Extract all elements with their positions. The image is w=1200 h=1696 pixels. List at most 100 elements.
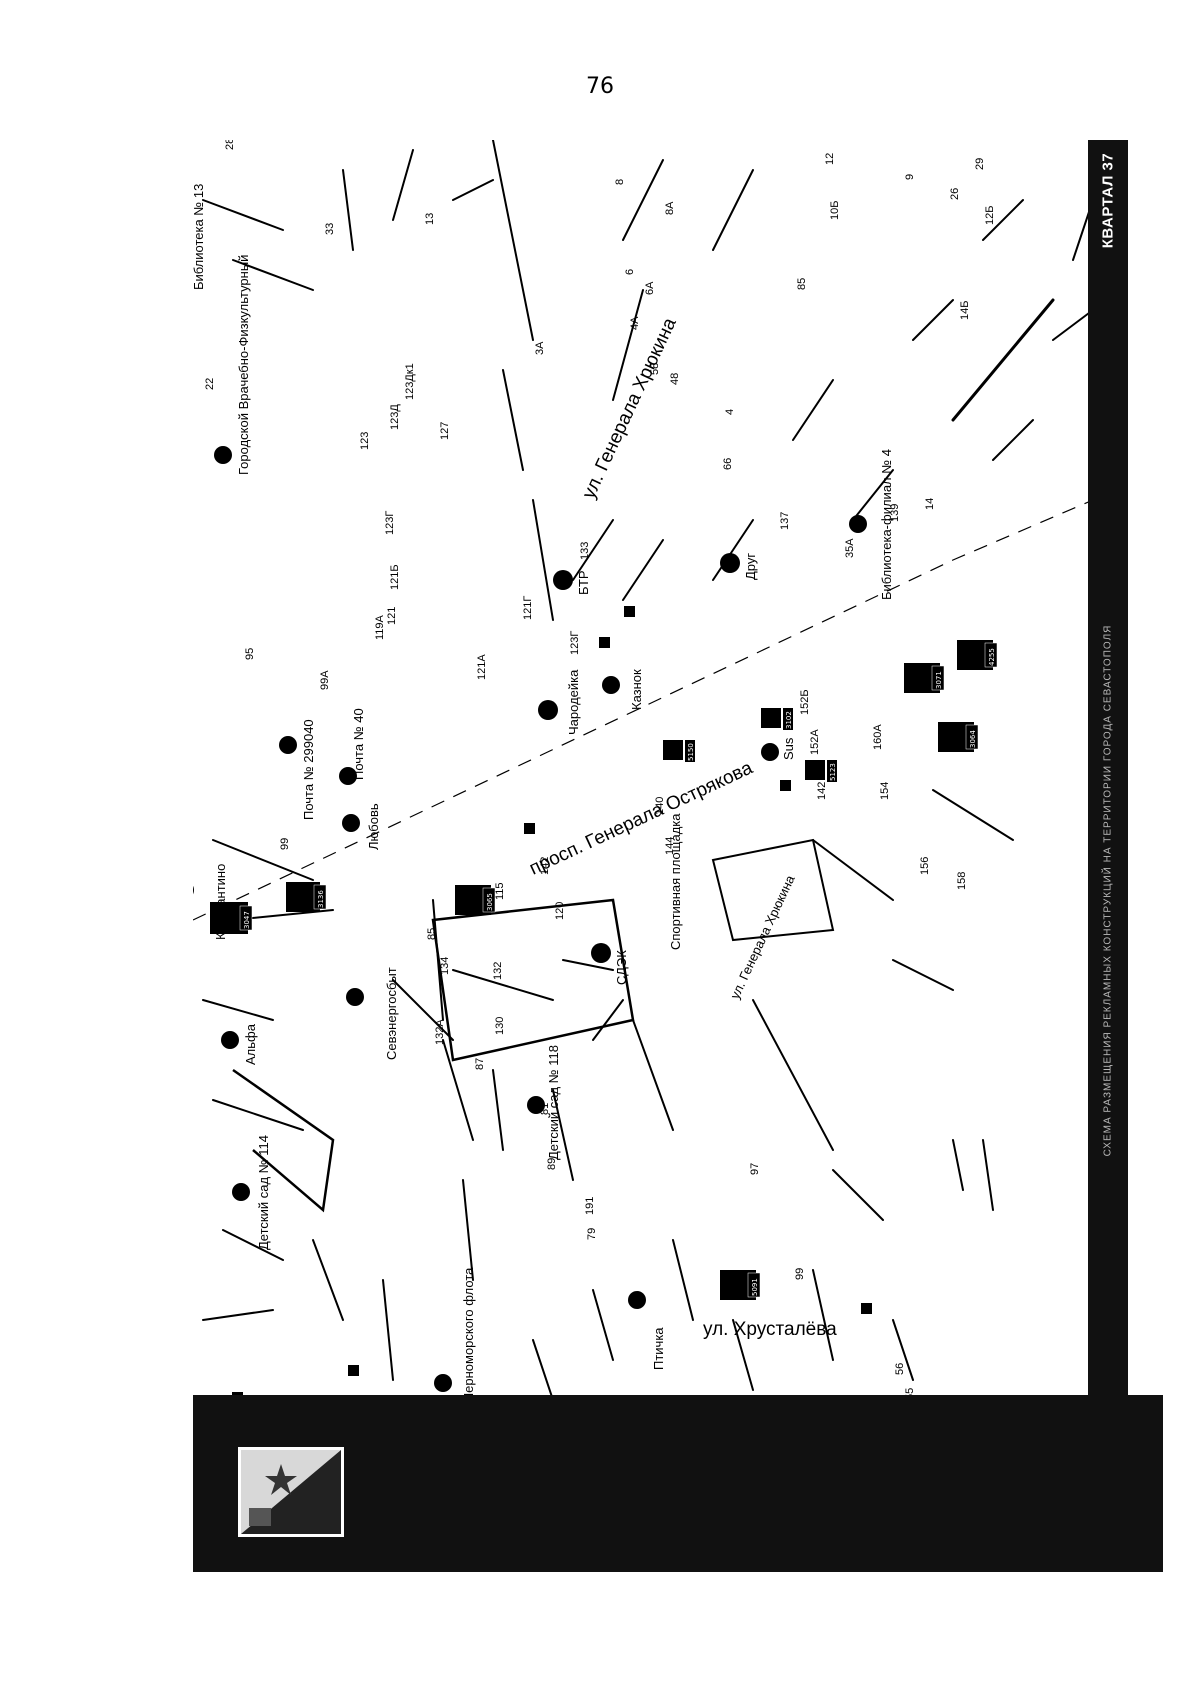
house-number: 123 [359,432,371,450]
billboard[interactable]: 4255 [957,640,998,670]
repair-icon [553,570,573,590]
house-number: 137 [779,512,791,530]
house-number: 127 [439,422,451,440]
poi-pochta299040[interactable]: Почта № 299040 [279,719,316,820]
shop-icon [761,743,779,761]
poi-alfa-label: Альфа [243,1023,258,1065]
poi-sport-label: Спортивная площадка [668,813,683,950]
house-number: 132А [434,1019,446,1045]
poi-sdek[interactable]: СДЭК [591,943,629,985]
poi-alfa[interactable]: Альфа [221,1023,258,1065]
shop-icon [602,676,620,694]
office-icon [346,988,364,1006]
poi-sus[interactable]: Sus [761,737,796,761]
billboard-code: 5091 [751,1278,759,1296]
poi-lyubov-label: Любовь [366,803,381,850]
delivery-icon [591,943,611,963]
poi-ptichka[interactable]: Птичка [628,1291,666,1370]
house-number: 121Г [522,596,534,620]
poi-pochta40[interactable]: Почта № 40 [339,708,366,785]
house-number: 142 [539,857,551,875]
billboard[interactable]: 3071 [904,663,945,693]
billboard-code: 3136 [317,890,325,908]
title-strip: КВАРТАЛ 37 СХЕМА РАЗМЕЩЕНИЯ РЕКЛАМНЫХ КО… [1088,140,1128,1395]
billboard-code: 3047 [243,911,251,929]
billboard[interactable]: 3047 [210,902,253,934]
poi-library13[interactable]: Библиотека № 13 [193,184,206,290]
poi-library4[interactable]: Библиотека-филиал № 4 [849,449,894,600]
house-number: 123Г [384,511,396,535]
library-icon [849,515,867,533]
map-subtitle: СХЕМА РАЗМЕЩЕНИЯ РЕКЛАМНЫХ КОНСТРУКЦИЙ Н… [1102,624,1114,1156]
poi-kindergarten118[interactable]: Детский сад № 118 [527,1045,561,1160]
house-number: 115 [494,882,506,900]
house-number: 120 [554,902,566,920]
bus-stop-icon[interactable] [599,637,610,648]
house-number: 3А [534,341,546,355]
poi-btp[interactable]: БТР [553,570,591,595]
house-number: 99 [279,838,291,850]
house-number: 28 [224,140,236,150]
poi-dispensary-label: Городской Врачебно-Физкультурный [236,255,251,475]
sb-sign[interactable]: 5123 [805,760,837,782]
house-number: 156 [919,857,931,875]
house-number: 33 [324,223,336,235]
poi-pochta299040-label: Почта № 299040 [301,719,316,820]
house-number: 4 [724,409,736,415]
bus-stop-icon[interactable] [861,1303,872,1314]
sb-code: 3102 [785,711,793,729]
street-khrustaleva: ул. Хрусталёва [703,1319,837,1340]
map-canvas[interactable]: просп. Генерала Острякова ул. Генерала Х… [193,140,1163,1572]
sport-ground-boundary [711,838,835,942]
poi-sport[interactable]: Спортивная площадка [668,813,683,950]
poi-sus-label: Sus [781,737,796,760]
shop-icon [193,885,194,895]
poi-drug[interactable]: Друг [720,553,758,580]
sb-code: 5123 [829,763,837,781]
billboard[interactable]: 3064 [938,722,979,752]
house-number: 26 [949,188,961,200]
poi-pochta40-label: Почта № 40 [351,708,366,780]
house-number: 191 [584,1197,596,1215]
poi-drug-label: Друг [743,553,758,580]
house-number: 48 [669,373,681,385]
billboard[interactable]: 5091 [720,1270,761,1300]
sb-code: 5150 [687,743,695,761]
billboard[interactable]: 3136 [286,882,327,912]
poi-kaznok[interactable]: Казнок [602,669,644,710]
map[interactable]: просп. Генерала Острякова ул. Генерала Х… [193,140,1163,1572]
poi-library4-label: Библиотека-филиал № 4 [879,449,894,600]
street-lines [202,140,1094,1401]
city-emblem-icon [238,1447,344,1537]
house-number: 35А [844,538,856,558]
house-number: 121А [476,654,488,680]
bus-stop-icon[interactable] [780,780,791,791]
billboard-code: 3065 [486,893,494,911]
poi-ptichka-label: Птичка [651,1327,666,1370]
poi-charodeika[interactable]: Чародейка [538,669,581,735]
sb-badge [663,740,683,760]
bus-stop-icon[interactable] [624,606,635,617]
poi-sevenergosbyt[interactable]: Севэнергосбыт [346,967,399,1060]
poi-kindergarten114[interactable]: Детский сад № 114 [232,1135,271,1250]
sb-sign[interactable]: 5150 [663,740,695,762]
mail-icon [279,736,297,754]
sb-sign[interactable]: 3102 [761,708,793,730]
poi-sevenergosbyt-label: Севэнергосбыт [384,967,399,1060]
house-number: 12Б [984,206,996,225]
bus-stop-icon[interactable] [348,1365,359,1376]
house-number: 130 [494,1017,506,1035]
poi-lyubov[interactable]: Любовь [342,803,381,850]
house-number: 139 [889,504,901,522]
house-number: 133 [579,542,591,560]
poi-dispensary[interactable]: Городской Врачебно-Физкультурный [214,255,251,475]
house-number: 121 [386,607,398,625]
house-number: 6А [644,281,656,295]
medical-icon [214,446,232,464]
house-number: 85 [426,928,438,940]
kindergarten-114-boundary [232,1068,335,1213]
bus-stop-icon[interactable] [524,823,535,834]
billboard[interactable]: 3065 [455,885,496,915]
house-number: 132 [492,962,504,980]
header-band [193,1395,1163,1572]
